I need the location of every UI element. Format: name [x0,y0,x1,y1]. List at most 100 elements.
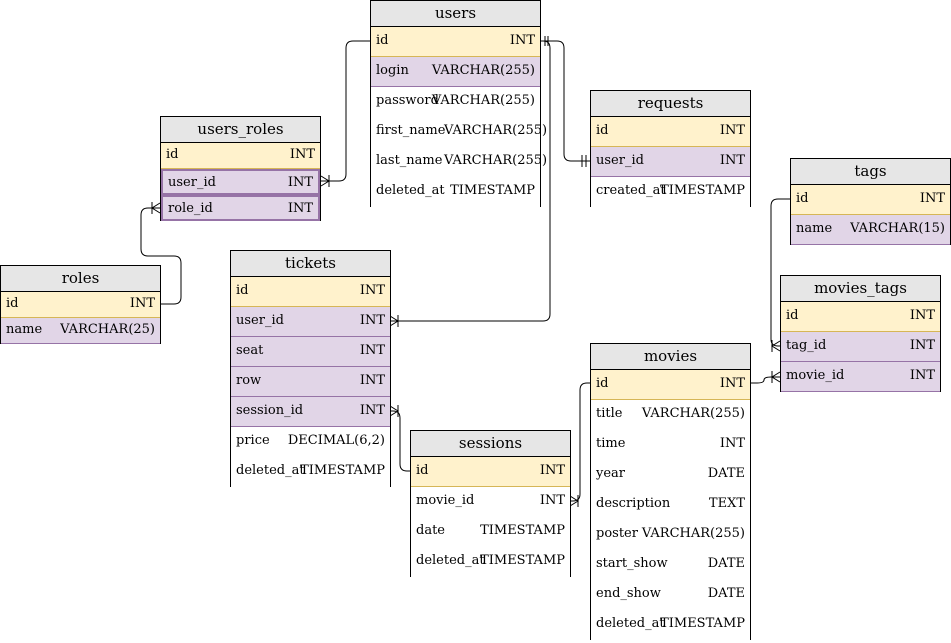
field-name: id [596,376,609,391]
field-type: VARCHAR(255) [641,526,745,541]
field-type: DECIMAL(6,2) [287,433,385,448]
field-name: deleted_at [416,553,485,568]
field-name: login [376,63,409,78]
field-type: INT [359,313,385,328]
field-name: user_id [168,175,216,190]
field-type: INT [287,175,313,190]
field-type: INT [719,153,745,168]
table-title-users-roles: users_roles [161,117,320,143]
field-row-movies-tags-tag-id[interactable]: tag_id INT [781,332,940,362]
crowfoot-tickets-user-id [389,315,399,327]
field-name: last_name [376,153,443,168]
field-name: poster [596,526,638,541]
link-movies-sessions [570,382,590,502]
field-name: id [376,33,389,48]
table-title-roles: roles [1,266,160,292]
field-type: INT [359,373,385,388]
field-type: INT [919,191,945,206]
field-name: id [6,296,19,311]
field-name: user_id [236,313,284,328]
field-row-users-login[interactable]: login VARCHAR(255) [371,57,540,87]
field-name: date [416,523,445,538]
field-type: INT [909,338,935,353]
field-name: deleted_at [596,616,665,631]
field-row-movies-time[interactable]: time INT [591,430,750,460]
field-type: TIMESTAMP [660,616,745,631]
field-name: id [236,283,249,298]
link-users-tickets [390,40,551,322]
field-type: INT [719,376,745,391]
crowfoot-users-roles-user-id [320,175,330,187]
link-users-requests [540,40,590,162]
field-row-users-roles-role-id[interactable]: role_id INT [161,195,320,221]
link-tags-movies-tags [770,198,790,347]
field-row-users-roles-user-id[interactable]: user_id INT [161,169,320,195]
field-name: title [596,406,623,421]
crowfoot-movies-tags-tag-id [771,340,781,352]
field-type: VARCHAR(15) [850,221,945,236]
field-name: id [596,123,609,138]
field-row-movies-start-show[interactable]: start_show DATE [591,550,750,580]
field-type: VARCHAR(25) [60,322,155,337]
field-type: INT [287,201,313,216]
field-type: INT [909,368,935,383]
field-type: DATE [707,556,745,571]
field-name: role_id [168,201,213,216]
field-type: INT [719,436,745,451]
field-name: start_show [596,556,668,571]
field-row-tickets-user-id[interactable]: user_id INT [231,307,390,337]
field-name: year [596,466,626,481]
table-title-requests: requests [591,91,750,117]
link-users-users-roles [321,40,370,182]
field-name: id [416,463,429,478]
field-name: time [596,436,626,451]
field-name: tag_id [786,338,827,353]
field-type: VARCHAR(255) [431,63,535,78]
one-marker-requests-user-id [581,155,587,167]
field-type: TIMESTAMP [660,183,745,198]
field-row-movies-id[interactable]: id INT [591,370,750,400]
table-title-users: users [371,1,540,27]
